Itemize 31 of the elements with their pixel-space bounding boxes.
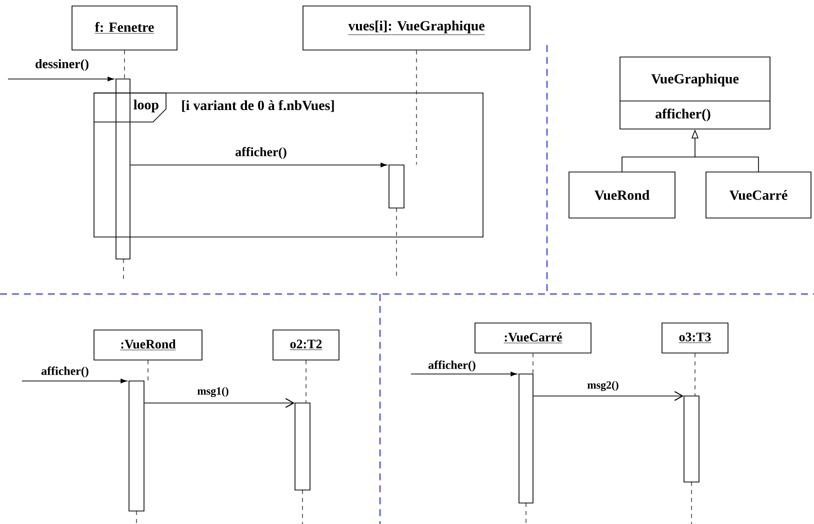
edge-label: msg2(): [587, 381, 618, 391]
object-box: f: Fenetre: [72, 6, 178, 50]
class-box: VueCarré: [706, 172, 812, 218]
edge-label: dessiner(): [36, 59, 88, 71]
activation-bar: [128, 380, 144, 512]
lifeline: [532, 353, 534, 374]
activation-bar: [116, 78, 130, 260]
class-box: VueGraphique afficher(): [620, 56, 770, 130]
activation-bar: [294, 402, 310, 490]
object-box: :VueCarré: [474, 322, 592, 354]
edge-label: afficher(): [428, 360, 476, 372]
edge-label: msg1(): [197, 387, 228, 397]
edge-label: afficher(): [236, 147, 286, 159]
activation-bar: [388, 164, 404, 208]
message-arrow: [130, 162, 388, 168]
message-arrow: [144, 398, 295, 408]
edge-label: afficher(): [42, 366, 88, 378]
lifeline: [416, 50, 417, 165]
activation-bar: [518, 374, 534, 504]
object-box: :VueRond: [94, 330, 202, 360]
object-box: vues[i]: VueGraphique: [302, 6, 530, 50]
object-box: o3:T3: [662, 322, 728, 354]
class-box: VueRond: [568, 172, 676, 218]
lifeline: [124, 50, 125, 79]
message-arrow: [533, 391, 684, 401]
message-arrow: [22, 378, 128, 384]
message-arrow: [8, 76, 114, 82]
activation-bar: [684, 396, 700, 482]
message-arrow: [410, 372, 518, 376]
lifeline: [694, 353, 696, 396]
object-box: o2:T2: [272, 330, 340, 360]
